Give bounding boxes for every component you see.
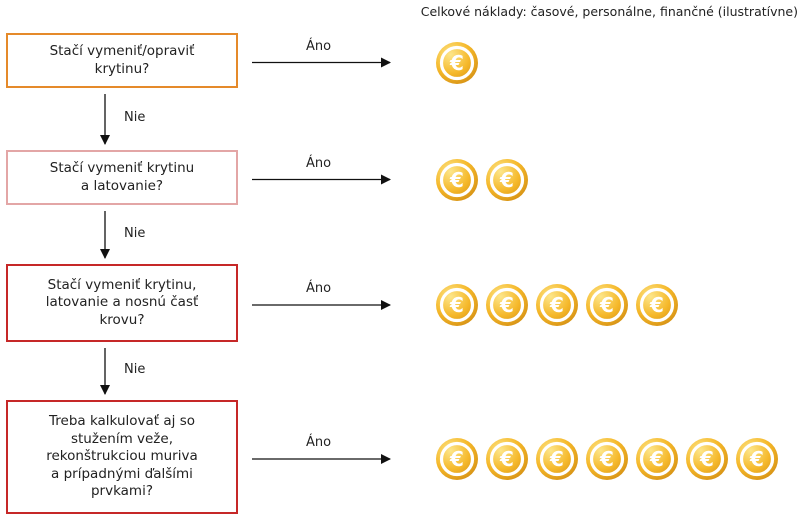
question-text: Stačí vymeniť krytinu, latovanie a nosnú… <box>45 276 199 328</box>
euro-coin-icon: € <box>436 158 478 201</box>
question-box-2: Stačí vymeniť krytinu a latovanie? <box>6 150 238 205</box>
euro-symbol: € <box>599 293 614 317</box>
euro-symbol: € <box>499 447 514 471</box>
euro-symbol: € <box>499 293 514 317</box>
euro-coin-icon: € <box>436 438 478 480</box>
euro-symbol: € <box>549 293 564 317</box>
question-box-1: Stačí vymeniť/opraviť krytinu? <box>6 33 238 88</box>
yes-label-4: Áno <box>306 435 332 450</box>
question-box-4: Treba kalkulovať aj so stužením veže, re… <box>6 400 238 514</box>
euro-symbol: € <box>499 168 514 192</box>
euro-symbol: € <box>449 168 464 192</box>
euro-coin-icon: € <box>586 438 628 480</box>
euro-coin-icon: € <box>486 284 528 326</box>
question-text: Stačí vymeniť krytinu a latovanie? <box>49 159 195 194</box>
euro-symbol: € <box>449 51 464 75</box>
euro-symbol: € <box>749 447 764 471</box>
euro-symbol: € <box>699 447 714 471</box>
header-title: Celkové náklady: časové, personálne, fin… <box>420 4 798 19</box>
question-text: Treba kalkulovať aj so stužením veže, re… <box>46 413 198 500</box>
euro-coin-icon: € <box>436 284 478 326</box>
euro-coin-icon: € <box>536 284 578 326</box>
euro-symbol: € <box>549 447 564 471</box>
euro-coin-icon: € <box>636 284 678 326</box>
question-text: Stačí vymeniť/opraviť krytinu? <box>49 42 195 77</box>
no-label-1: Nie <box>124 110 146 125</box>
no-label-2: Nie <box>124 225 146 241</box>
yes-label-3: Áno <box>306 281 332 296</box>
euro-coin-icon: € <box>686 438 728 480</box>
euro-symbol: € <box>599 447 614 471</box>
euro-coin-icon: € <box>636 438 678 480</box>
yes-label-1: Áno <box>306 38 332 54</box>
no-label-3: Nie <box>124 362 146 377</box>
euro-symbol: € <box>449 447 464 471</box>
question-box-3: Stačí vymeniť krytinu, latovanie a nosnú… <box>6 264 238 342</box>
euro-coin-icon: € <box>436 41 478 84</box>
yes-label-2: Áno <box>306 155 332 171</box>
euro-coin-icon: € <box>736 438 778 480</box>
euro-coin-icon: € <box>486 438 528 480</box>
euro-symbol: € <box>649 293 664 317</box>
euro-coin-icon: € <box>536 438 578 480</box>
euro-coin-icon: € <box>486 158 528 201</box>
euro-coin-icon: € <box>586 284 628 326</box>
euro-symbol: € <box>649 447 664 471</box>
euro-symbol: € <box>449 293 464 317</box>
